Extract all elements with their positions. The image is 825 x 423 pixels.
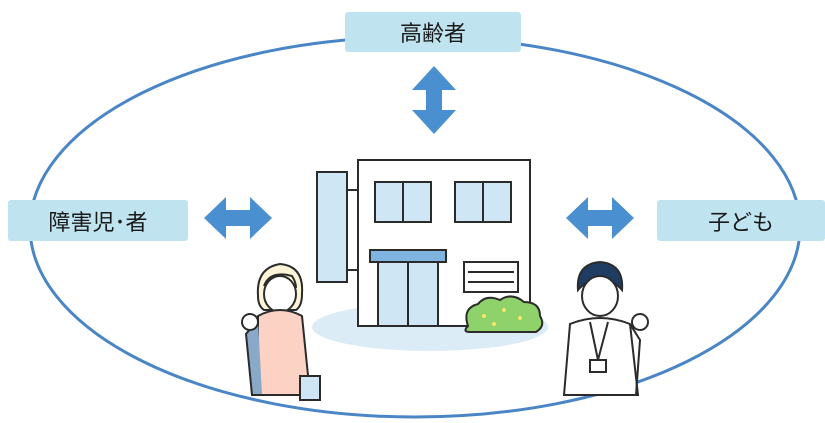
label-children: 子ども <box>657 200 825 241</box>
female-staff-icon <box>241 262 321 401</box>
building-icon <box>316 159 531 327</box>
male-staff-icon <box>562 260 649 396</box>
double-arrow-icon <box>204 197 272 239</box>
shrub-icon <box>464 295 544 333</box>
double-arrow-icon <box>412 66 456 134</box>
double-arrow-icon <box>566 197 634 239</box>
label-disabled: 障害児･者 <box>8 200 188 241</box>
label-elderly: 高齢者 <box>345 12 521 52</box>
